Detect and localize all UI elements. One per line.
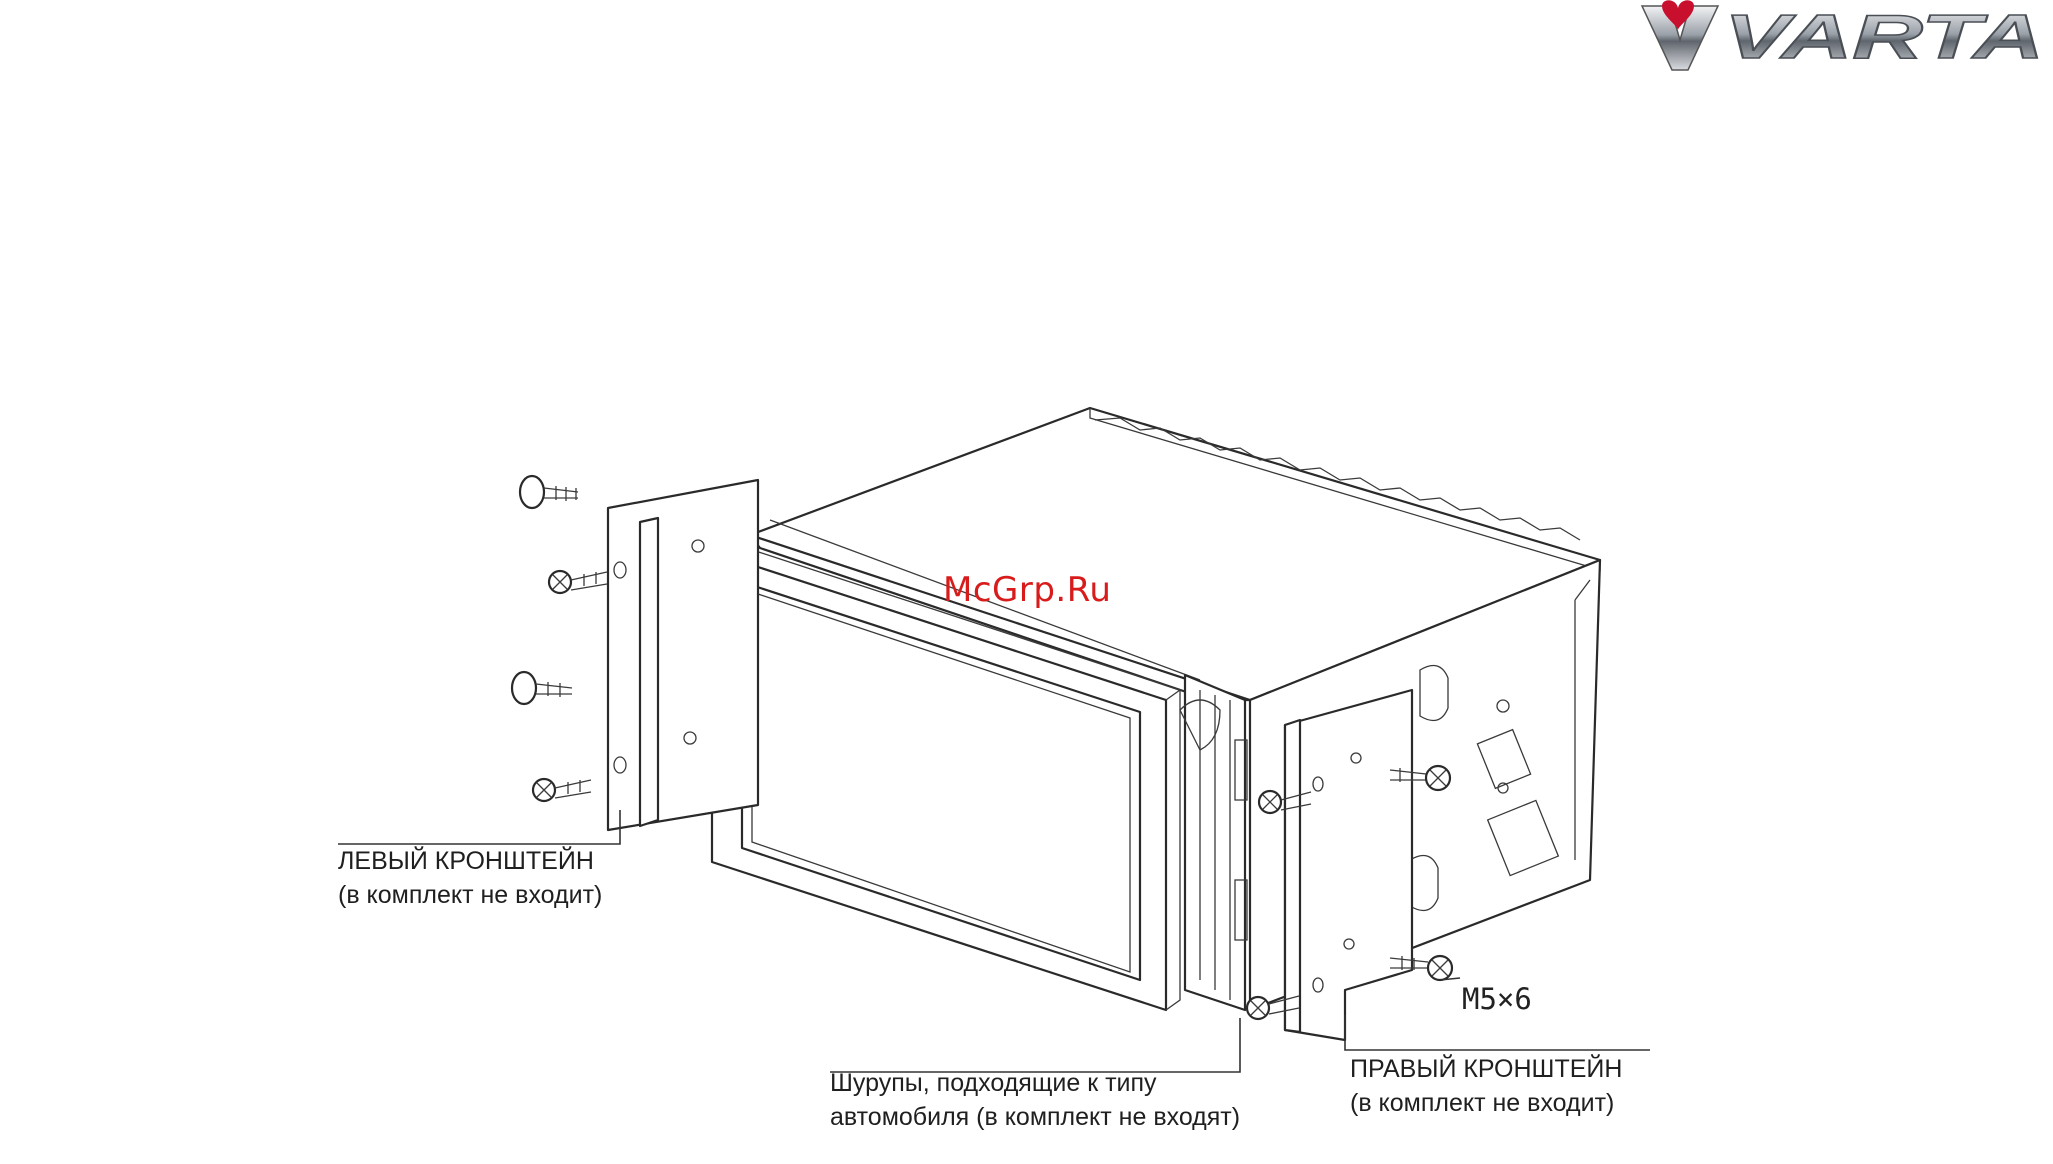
- screw-icon-right-3: [1390, 956, 1452, 980]
- right-bracket: [1285, 690, 1412, 1040]
- left-bracket-label-line2: (в комплект не входит): [338, 878, 602, 912]
- screw-icon-left-4: [533, 779, 591, 801]
- screws-label-line2: автомобиля (в комплект не входят): [830, 1100, 1240, 1134]
- watermark: McGrp.Ru: [943, 570, 1111, 610]
- left-bracket-label-line1: ЛЕВЫЙ КРОНШТЕЙН: [338, 844, 602, 878]
- right-bracket-label-line1: ПРАВЫЙ КРОНШТЕЙН: [1350, 1052, 1622, 1086]
- screws-label: Шурупы, подходящие к типу автомобиля (в …: [830, 1066, 1240, 1134]
- leader-left-bracket: [338, 810, 620, 844]
- screw-icon-left-3: [512, 672, 572, 704]
- screw-size-label: M5×6: [1462, 982, 1532, 1016]
- screw-icon-left-2: [549, 571, 607, 593]
- screw-icon-left-1: [520, 476, 578, 508]
- left-bracket: [608, 480, 758, 830]
- screws-label-line1: Шурупы, подходящие к типу: [830, 1066, 1240, 1100]
- right-bracket-label: ПРАВЫЙ КРОНШТЕЙН (в комплект не входит): [1350, 1052, 1622, 1120]
- left-bracket-label: ЛЕВЫЙ КРОНШТЕЙН (в комплект не входит): [338, 844, 602, 912]
- leader-right-bracket: [1345, 1015, 1650, 1050]
- right-bracket-label-line2: (в комплект не входит): [1350, 1086, 1622, 1120]
- leader-screws: [830, 1018, 1240, 1072]
